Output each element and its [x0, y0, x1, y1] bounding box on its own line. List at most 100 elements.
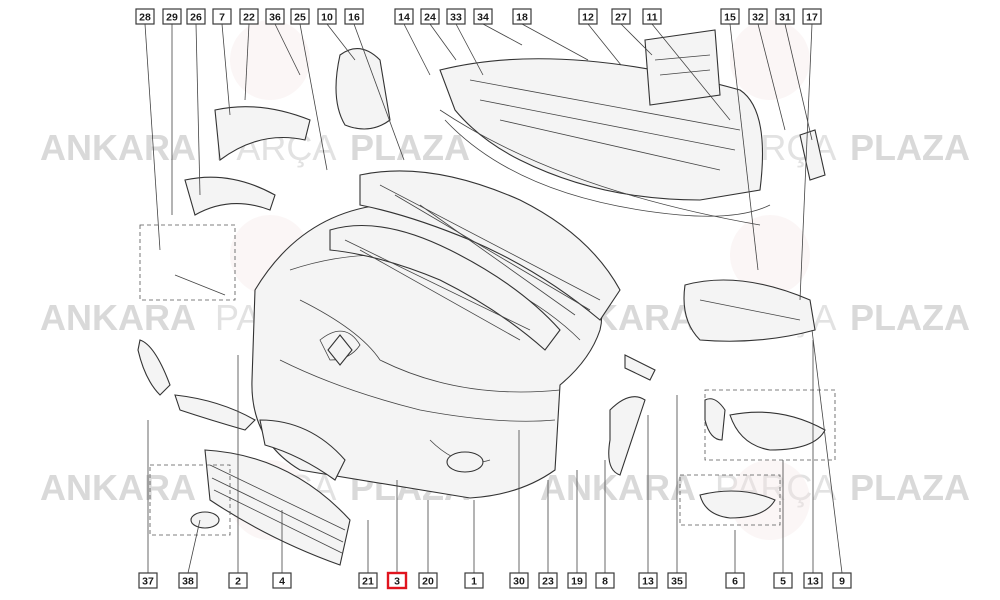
- callout-16[interactable]: 16: [344, 8, 364, 25]
- leader-line: [144, 23, 161, 251]
- callouts-top: 28 29 26 7 22 36 25 10 16 14 24 33 34 18 12 27 11 15 32 31 1…: [135, 8, 822, 25]
- callout-label: 2: [235, 576, 241, 588]
- callout-label: 38: [182, 576, 194, 588]
- callout-2[interactable]: 2: [228, 572, 248, 589]
- callout-label: 8: [602, 576, 608, 588]
- callout-20[interactable]: 20: [418, 572, 438, 589]
- callout-31[interactable]: 31: [775, 8, 795, 25]
- callout-label: 27: [615, 12, 627, 24]
- leader-line: [221, 23, 231, 116]
- callout-15[interactable]: 15: [720, 8, 740, 25]
- watermark-text: PLAZA: [350, 127, 470, 168]
- callout-label: 30: [513, 576, 525, 588]
- leader-line: [799, 23, 813, 301]
- leader-line: [482, 23, 523, 46]
- callout-label: 23: [542, 576, 554, 588]
- callouts-bottom: 37 38 2 4 21 3 20 1 30 23 19 8 13 35 6 5 13 9: [138, 571, 852, 590]
- side-bracket-right: [683, 279, 816, 342]
- callout-26[interactable]: 26: [186, 8, 206, 25]
- crash-absorber: [359, 170, 621, 321]
- callout-28[interactable]: 28: [135, 8, 155, 25]
- callout-9[interactable]: 9: [832, 572, 852, 589]
- callout-38[interactable]: 38: [178, 572, 198, 589]
- leader-line: [620, 23, 653, 56]
- callout-33[interactable]: 33: [446, 8, 466, 25]
- callout-34[interactable]: 34: [473, 8, 493, 25]
- callout-label: 29: [166, 12, 178, 24]
- callout-35[interactable]: 35: [667, 572, 687, 589]
- callout-8[interactable]: 8: [595, 572, 615, 589]
- callout-label: 24: [424, 12, 436, 24]
- side-bracket-left: [184, 48, 391, 216]
- callout-10[interactable]: 10: [317, 8, 337, 25]
- callout-27[interactable]: 27: [611, 8, 631, 25]
- callout-11[interactable]: 11: [642, 8, 662, 25]
- callout-30[interactable]: 30: [509, 572, 529, 589]
- leader-line: [757, 23, 786, 131]
- callout-label: 31: [779, 12, 791, 24]
- callout-25[interactable]: 25: [290, 8, 310, 25]
- callout-label: 28: [139, 12, 151, 24]
- callout-label: 18: [516, 12, 528, 24]
- callout-13[interactable]: 13: [638, 572, 658, 589]
- leader-line: [651, 23, 731, 121]
- callout-22[interactable]: 22: [239, 8, 259, 25]
- callout-label: 37: [142, 576, 154, 588]
- callout-32[interactable]: 32: [748, 8, 768, 25]
- callout-label: 17: [806, 12, 818, 24]
- callout-29[interactable]: 29: [162, 8, 182, 25]
- callout-label: 3: [394, 576, 400, 588]
- callout-23[interactable]: 23: [538, 572, 558, 589]
- callout-label: 14: [398, 12, 410, 24]
- callout-label: 13: [642, 576, 654, 588]
- fastener-kit-box: [644, 29, 721, 106]
- callout-label: 10: [321, 12, 333, 24]
- callout-label: 21: [362, 576, 374, 588]
- callout-label: 1: [471, 576, 477, 588]
- leader-lines: [144, 23, 843, 574]
- callout-36[interactable]: 36: [265, 8, 285, 25]
- callout-label: 33: [450, 12, 462, 24]
- leader-line: [326, 23, 356, 61]
- fog-lamp-right: [679, 389, 836, 526]
- callout-17[interactable]: 17: [802, 8, 822, 25]
- leader-line: [587, 23, 622, 66]
- callout-18[interactable]: 18: [512, 8, 532, 25]
- callout-label: 11: [646, 12, 657, 24]
- callout-13[interactable]: 13: [803, 572, 823, 589]
- callout-label: 19: [571, 576, 583, 588]
- lower-grille: [204, 419, 351, 566]
- leader-line: [811, 329, 843, 574]
- callout-7[interactable]: 7: [212, 8, 232, 25]
- callout-21[interactable]: 21: [358, 572, 378, 589]
- callout-6[interactable]: 6: [725, 572, 745, 589]
- callout-3[interactable]: 3: [386, 571, 408, 590]
- callout-label: 16: [348, 12, 360, 24]
- callout-label: 22: [243, 12, 255, 24]
- callout-label: 26: [190, 12, 202, 24]
- callout-19[interactable]: 19: [567, 572, 587, 589]
- watermark-text: PLAZA: [850, 297, 970, 338]
- leader-line: [455, 23, 484, 76]
- callout-37[interactable]: 37: [138, 572, 158, 589]
- callout-label: 5: [780, 576, 786, 588]
- callout-5[interactable]: 5: [773, 572, 793, 589]
- leader-line: [299, 23, 328, 171]
- watermark-text: ANKARA: [40, 467, 196, 508]
- top-spoiler-strip: [444, 119, 771, 217]
- leader-line: [729, 23, 759, 271]
- callout-label: 32: [752, 12, 764, 24]
- callout-1[interactable]: 1: [464, 572, 484, 589]
- callout-4[interactable]: 4: [272, 572, 292, 589]
- callout-label: 34: [477, 12, 489, 24]
- callout-12[interactable]: 12: [578, 8, 598, 25]
- leader-line: [353, 23, 405, 161]
- callout-24[interactable]: 24: [420, 8, 440, 25]
- callout-label: 35: [671, 576, 683, 588]
- fog-cover-left: [137, 224, 256, 536]
- callout-14[interactable]: 14: [394, 8, 414, 25]
- callout-label: 20: [422, 576, 434, 588]
- side-moulding-right: [608, 354, 656, 476]
- watermark-text: PLAZA: [850, 467, 970, 508]
